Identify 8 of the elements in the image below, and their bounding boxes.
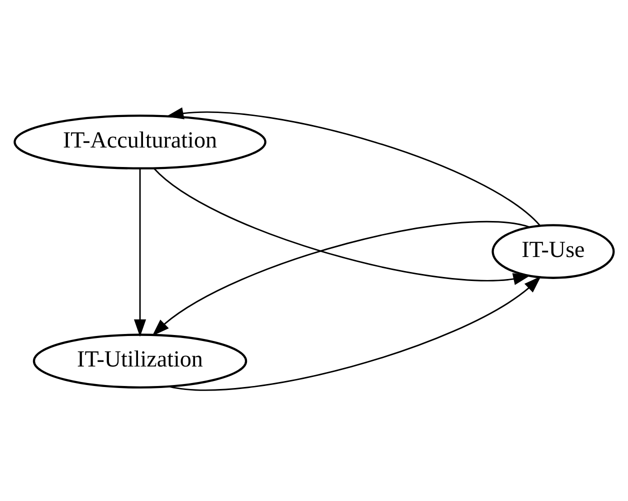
arrow [170,276,542,390]
node-ellipse: IT-Utilization [32,333,248,388]
node-ellipse: IT-Acculturation [14,114,266,169]
arrow [154,168,530,284]
arrow [166,106,540,226]
node-ellipse: IT-Use [492,224,615,278]
arrow [134,168,146,336]
arrow [152,220,530,336]
